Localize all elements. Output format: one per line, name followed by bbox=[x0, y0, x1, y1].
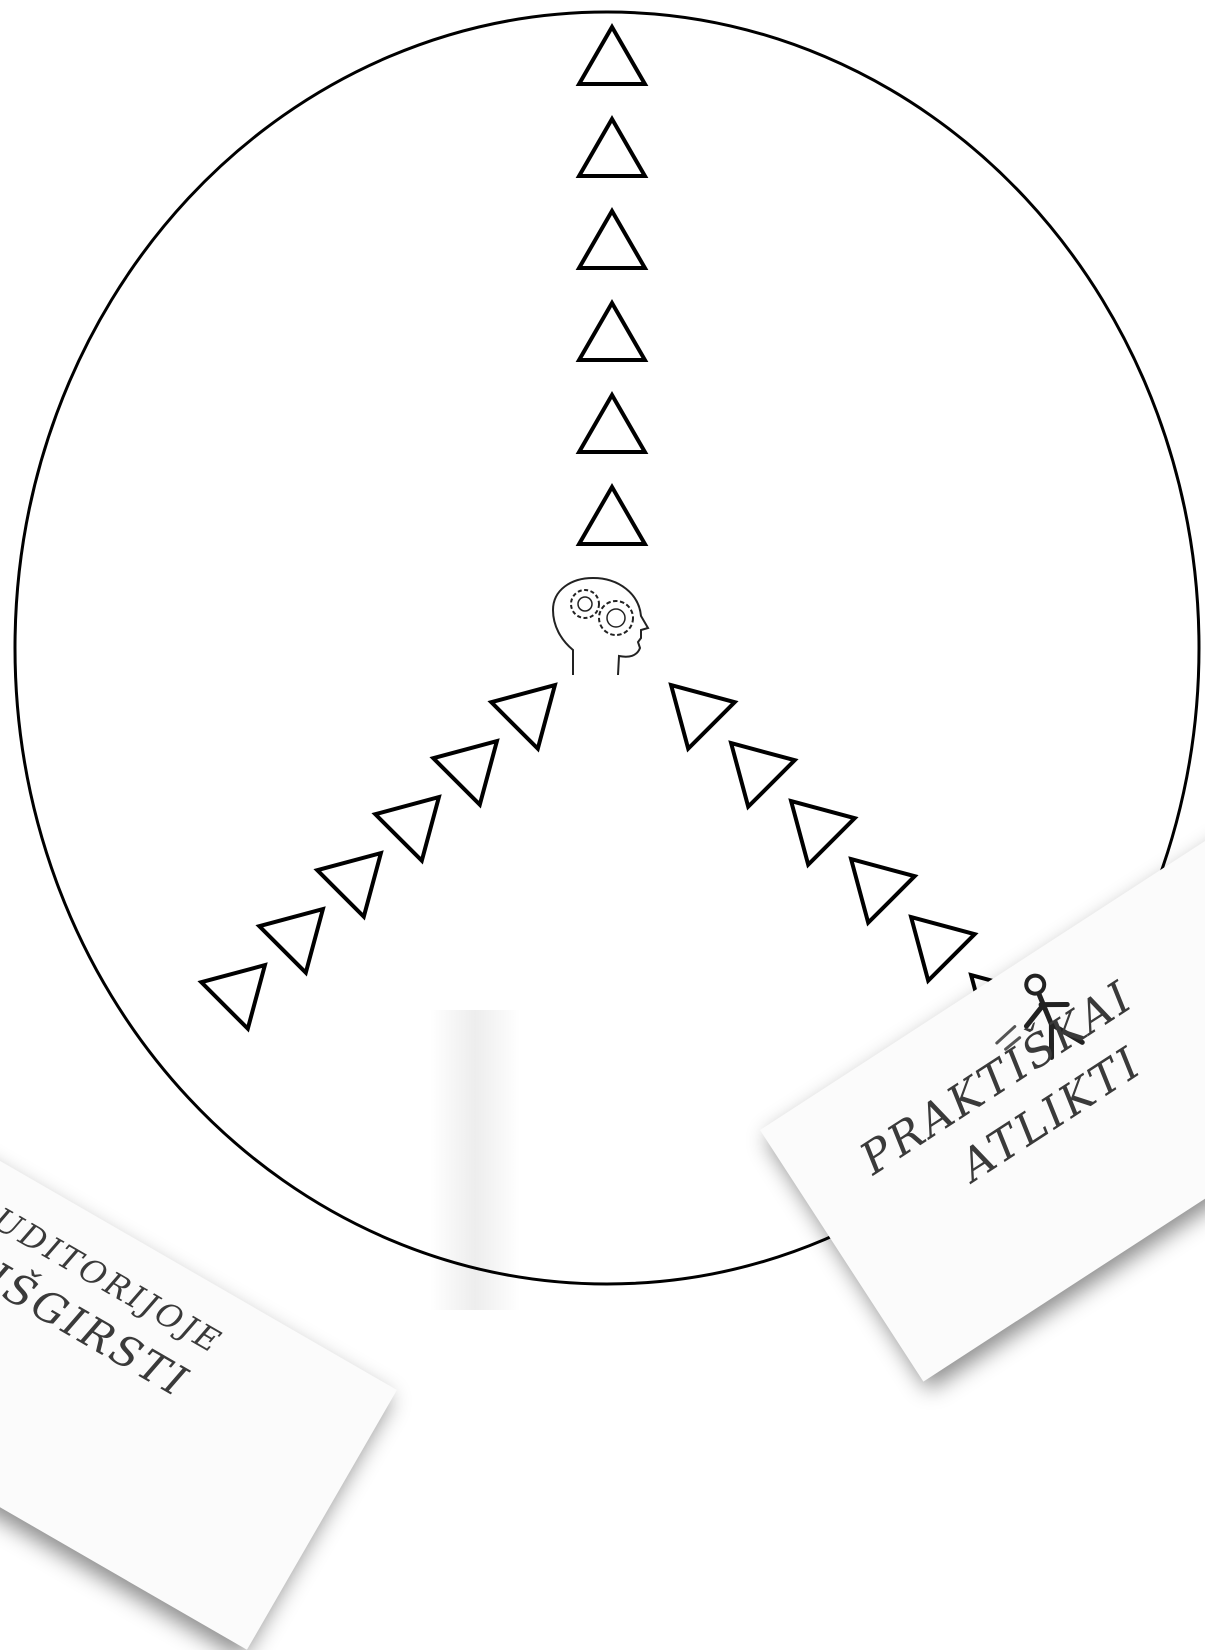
triangle-left-down-1 bbox=[491, 685, 555, 749]
triangle-right-down-5 bbox=[911, 917, 975, 981]
triangle-right-down-3 bbox=[791, 801, 855, 865]
triangle-left-down-6 bbox=[201, 965, 265, 1029]
triangle-branches bbox=[201, 27, 1034, 1039]
triangle-right-down-2 bbox=[731, 743, 795, 807]
triangle-up-4 bbox=[579, 303, 645, 360]
triangle-right-down-1 bbox=[671, 685, 735, 749]
triangle-left-down-2 bbox=[433, 741, 497, 805]
triangle-left-down-5 bbox=[259, 909, 323, 973]
triangle-up-1 bbox=[579, 27, 645, 84]
triangle-up-2 bbox=[579, 119, 645, 176]
triangle-up-3 bbox=[579, 211, 645, 268]
triangle-left-down-3 bbox=[375, 797, 439, 861]
triangle-up-5 bbox=[579, 395, 645, 452]
triangle-up-6 bbox=[579, 487, 645, 544]
triangle-left-down-4 bbox=[317, 853, 381, 917]
head-with-gears-icon bbox=[553, 578, 648, 675]
triangle-right-down-4 bbox=[851, 859, 915, 923]
diagram-stage: Auditorijoje IŠGIRSTI PRAKTIŠKAI ATLIKTI bbox=[0, 0, 1205, 1293]
